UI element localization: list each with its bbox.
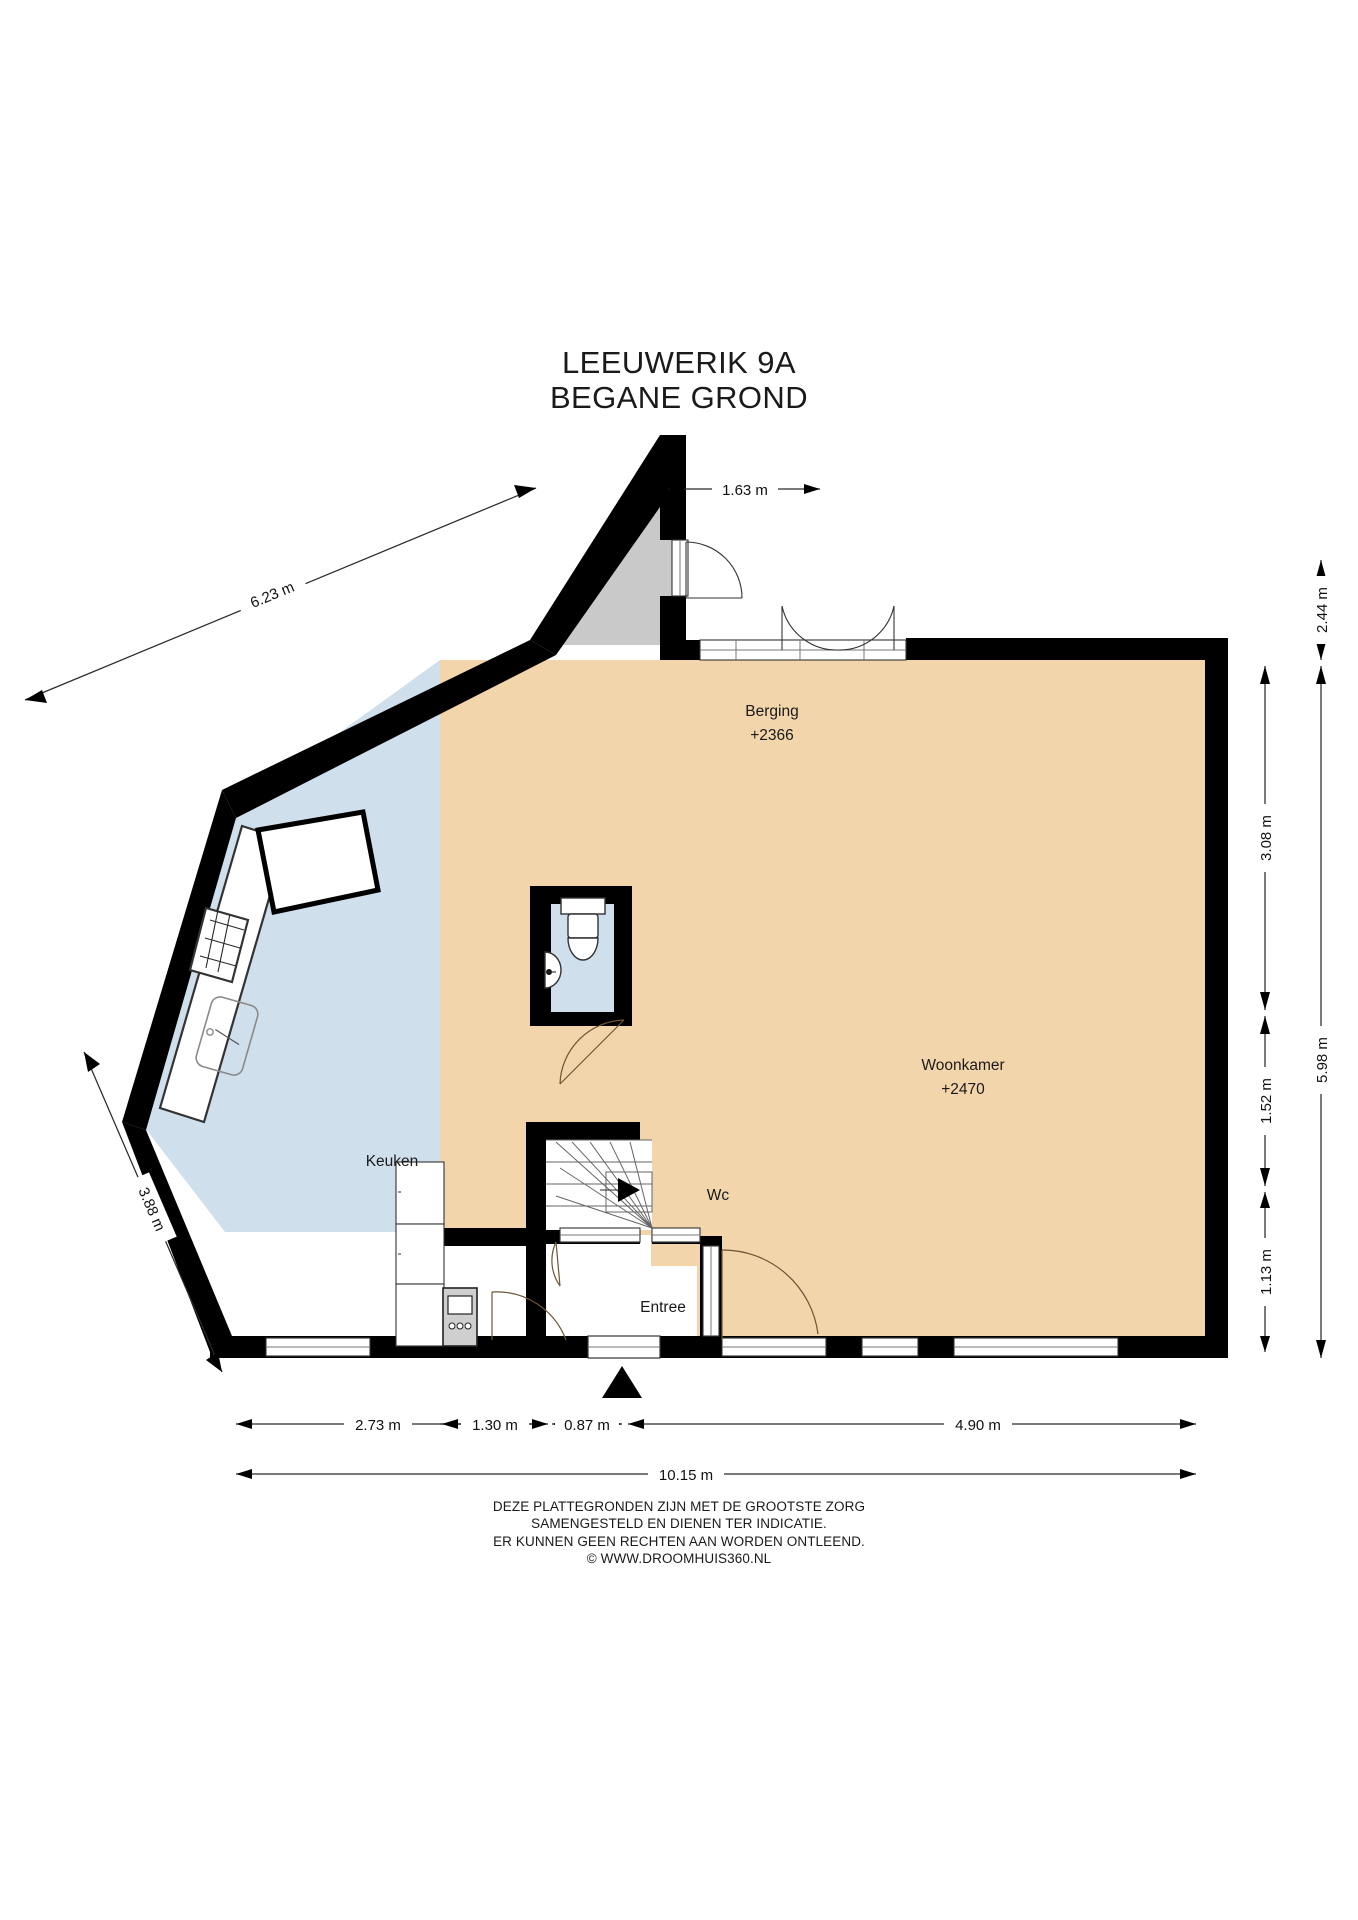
dimension-bottom-1-30: 1.30 m — [440, 1413, 548, 1435]
entrance-marker-icon — [602, 1366, 642, 1398]
door-berging-upper — [685, 541, 743, 599]
wall-left-diagonal — [122, 790, 236, 1130]
wall-right-exterior — [1205, 638, 1228, 1358]
label-wc: Wc — [707, 1187, 730, 1204]
dimension-right-3-08: 3.08 m — [1254, 666, 1276, 1010]
doors — [491, 541, 895, 1359]
window-bottom-living-3 — [953, 1337, 1119, 1357]
footer-line-3: ER KUNNEN GEEN RECHTEN AAN WORDEN ONTLEE… — [493, 1533, 865, 1549]
window-wc-bottom — [651, 1227, 701, 1243]
wall-right-upper-return — [985, 638, 1005, 660]
washbasin-icon — [544, 951, 562, 989]
kitchen-fixtures — [158, 809, 478, 1347]
dim-label-1-63: 1.63 m — [722, 482, 768, 499]
dimension-right-1-52: 1.52 m — [1254, 1016, 1276, 1186]
label-woonkamer: Woonkamer — [921, 1057, 1004, 1074]
title-floor: BEGANE GROND — [549, 380, 808, 416]
footer-line-4: © WWW.DROOMHUIS360.NL — [586, 1550, 772, 1566]
dimension-top-center: 1.63 m — [668, 478, 820, 500]
dim-label-0-87: 0.87 m — [564, 1417, 610, 1434]
dim-label-10-15: 10.15 m — [659, 1467, 713, 1484]
staircase — [546, 1139, 653, 1230]
kitchen-island — [255, 809, 381, 915]
room-fill-woonkamer — [440, 660, 1205, 1358]
wall-wc-bottom — [530, 1012, 632, 1026]
wall-stair-top — [528, 1122, 640, 1140]
label-berging: Berging — [745, 703, 798, 720]
cooktop-icon — [188, 906, 250, 984]
window-bottom-living-1 — [721, 1337, 827, 1357]
dim-label-1-30: 1.30 m — [472, 1417, 518, 1434]
toilet-icon — [560, 897, 606, 961]
dim-label-1-52: 1.52 m — [1258, 1078, 1275, 1124]
dim-label-2-73: 2.73 m — [355, 1417, 401, 1434]
wall-top-living-right — [906, 638, 1005, 660]
page-title: LEEUWERIK 9A BEGANE GROND — [0, 345, 1358, 416]
dimension-bottom-4-90: 4.90 m — [628, 1413, 1196, 1435]
dimension-right-2-44: 2.44 m — [1310, 560, 1332, 660]
door-hall — [551, 1241, 561, 1287]
door-french-left — [781, 605, 839, 651]
window-hall-top — [559, 1227, 641, 1243]
wall-berging-right-lower — [660, 596, 686, 660]
wc-fixtures — [544, 897, 606, 989]
wall-wc-right — [614, 886, 632, 1026]
dim-label-5-98: 5.98 m — [1314, 1037, 1331, 1083]
label-entree: Entree — [640, 1299, 686, 1316]
wall-diagonal-upper-left — [222, 640, 556, 818]
stair-direction-arrow — [618, 1178, 640, 1202]
window-bottom-living-2 — [861, 1337, 919, 1357]
room-fill-keuken — [145, 660, 440, 1232]
dimension-right-1-13: 1.13 m — [1254, 1192, 1276, 1352]
dimension-right-5-98: 5.98 m — [1310, 666, 1332, 1358]
wall-wc-left — [530, 886, 551, 1026]
wall-wc-top — [530, 886, 632, 904]
wall-berging-diagonal — [530, 435, 686, 655]
door-french-right — [837, 605, 895, 651]
door-entree-living — [721, 1249, 819, 1340]
dim-label-4-90: 4.90 m — [955, 1417, 1001, 1434]
wall-entree-bottom-left — [440, 1228, 546, 1246]
title-address: LEEUWERIK 9A — [562, 345, 796, 380]
room-labels: Berging +2366 Woonkamer +2470 Keuken Wc … — [366, 703, 1005, 1316]
dim-label-2-44: 2.44 m — [1314, 587, 1331, 633]
footer-line-2: SAMENGESTELD EN DIENEN TER INDICATIE. — [531, 1516, 827, 1532]
footer-disclaimer: DEZE PLATTEGRONDEN ZIJN MET DE GROOTSTE … — [0, 1498, 1358, 1567]
wall-kitchen-right — [526, 1122, 546, 1358]
footer-line-1: DEZE PLATTEGRONDEN ZIJN MET DE GROOTSTE … — [492, 1499, 866, 1514]
oven-icon — [442, 1287, 478, 1347]
wall-top-right-stub — [1005, 638, 1228, 660]
dimension-bottom-total: 10.15 m — [236, 1463, 1196, 1485]
kitchen-tall-cabinets — [395, 1161, 445, 1347]
window-berging-right — [671, 539, 689, 597]
door-entree-kitchen — [491, 1291, 567, 1341]
window-entree-right — [702, 1245, 720, 1337]
windows — [265, 539, 1119, 1357]
sink-icon — [195, 996, 259, 1076]
window-living-top-left — [699, 639, 907, 661]
dim-label-3-08: 3.08 m — [1258, 815, 1275, 861]
door-front — [587, 1335, 661, 1359]
label-berging-height: +2366 — [750, 727, 794, 744]
label-keuken: Keuken — [366, 1153, 419, 1170]
wall-top-living-left — [686, 640, 700, 660]
dimension-bottom-0-87: 0.87 m — [552, 1413, 622, 1435]
label-woonkamer-height: +2470 — [941, 1081, 985, 1098]
dim-label-1-13: 1.13 m — [1258, 1249, 1275, 1295]
door-wc — [559, 1019, 625, 1085]
window-bottom-kitchen — [265, 1337, 371, 1357]
